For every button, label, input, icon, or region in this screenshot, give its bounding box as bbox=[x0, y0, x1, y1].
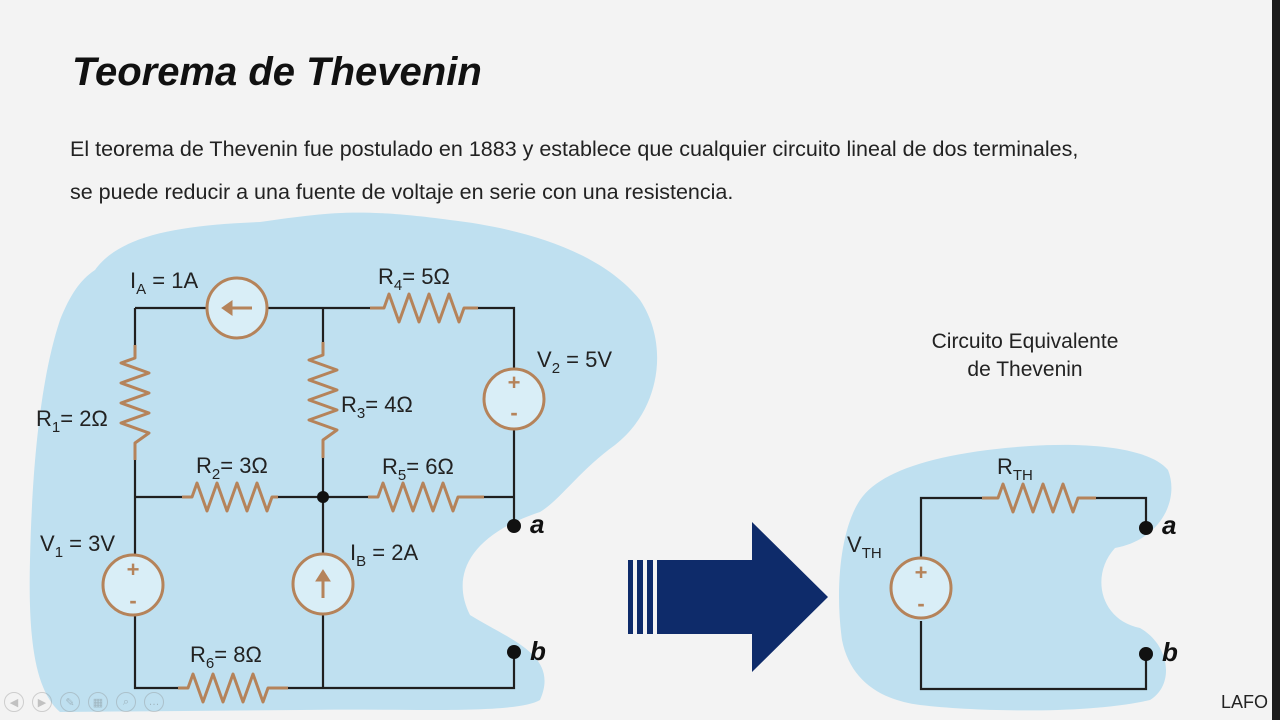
slide-paragraph: El teorema de Thevenin fue postulado en … bbox=[70, 128, 1220, 214]
resistor-r4 bbox=[370, 292, 478, 324]
vth-plus-sign: + bbox=[915, 560, 928, 585]
eq-terminal-b-dot bbox=[1139, 647, 1153, 661]
resistor-r1 bbox=[119, 345, 151, 460]
terminal-b-label: b bbox=[530, 636, 546, 666]
slide-nav-controls: ◀ ▶ ✎ ▦ ⌕ … bbox=[4, 692, 164, 712]
vth-minus-sign: - bbox=[917, 591, 924, 616]
v2-plus-sign: + bbox=[508, 370, 521, 395]
footer-tag: LAFO bbox=[1221, 692, 1269, 712]
right-arrow-icon bbox=[628, 522, 828, 672]
v2-minus-sign: - bbox=[510, 400, 517, 425]
paragraph-line-2: se puede reducir a una fuente de voltaje… bbox=[70, 180, 734, 204]
label-r6: R6= 8Ω bbox=[190, 642, 262, 672]
equivalent-background-blob bbox=[839, 444, 1172, 711]
terminal-a-label: a bbox=[530, 509, 544, 539]
resistor-r2 bbox=[182, 481, 278, 513]
label-rth: RTH bbox=[997, 454, 1033, 484]
label-r3: R3= 4Ω bbox=[341, 392, 413, 422]
v1-minus-sign: - bbox=[129, 588, 136, 613]
prev-icon[interactable]: ◀ bbox=[4, 692, 24, 712]
label-r5: R5= 6Ω bbox=[382, 454, 454, 484]
circuit-wires bbox=[133, 306, 516, 690]
label-vth: VTH bbox=[847, 532, 882, 562]
equivalent-wires bbox=[919, 496, 1148, 691]
terminal-b-dot bbox=[507, 645, 521, 659]
next-icon[interactable]: ▶ bbox=[32, 692, 52, 712]
label-r2: R2= 3Ω bbox=[196, 453, 268, 483]
more-icon[interactable]: … bbox=[144, 692, 164, 712]
equivalent-circuit-title: Circuito Equivalente de Thevenin bbox=[900, 328, 1150, 384]
resistor-r6 bbox=[178, 672, 288, 704]
circuit-background-blob bbox=[29, 212, 658, 713]
voltage-source-vth bbox=[889, 556, 953, 620]
eq-terminal-a-dot bbox=[1139, 521, 1153, 535]
grid-icon[interactable]: ▦ bbox=[88, 692, 108, 712]
window-edge-strip bbox=[1272, 0, 1280, 720]
equivalent-title-line-1: Circuito Equivalente bbox=[931, 330, 1119, 353]
label-v2: V2 = 5V bbox=[537, 347, 612, 377]
label-r1: R1= 2Ω bbox=[36, 406, 108, 436]
resistor-r3 bbox=[307, 342, 339, 458]
resistor-rth bbox=[982, 482, 1096, 514]
terminal-a-dot bbox=[507, 519, 521, 533]
slide-title: Teorema de Thevenin bbox=[72, 50, 482, 94]
label-ib: IB = 2A bbox=[350, 540, 418, 570]
voltage-source-v2 bbox=[482, 367, 546, 431]
v1-plus-sign: + bbox=[127, 557, 140, 582]
paragraph-line-1: El teorema de Thevenin fue postulado en … bbox=[70, 137, 1079, 161]
voltage-source-v1 bbox=[101, 553, 165, 617]
resistor-r5 bbox=[368, 481, 484, 513]
junction-node bbox=[317, 491, 329, 503]
eq-terminal-b-label: b bbox=[1162, 637, 1178, 667]
label-r4: R4= 5Ω bbox=[378, 264, 450, 294]
equivalent-title-line-2: de Thevenin bbox=[967, 358, 1083, 381]
label-v1: V1 = 3V bbox=[40, 531, 115, 561]
zoom-icon[interactable]: ⌕ bbox=[116, 692, 136, 712]
eq-terminal-a-label: a bbox=[1162, 510, 1176, 540]
pen-icon[interactable]: ✎ bbox=[60, 692, 80, 712]
label-ia: IA = 1A bbox=[130, 268, 198, 298]
